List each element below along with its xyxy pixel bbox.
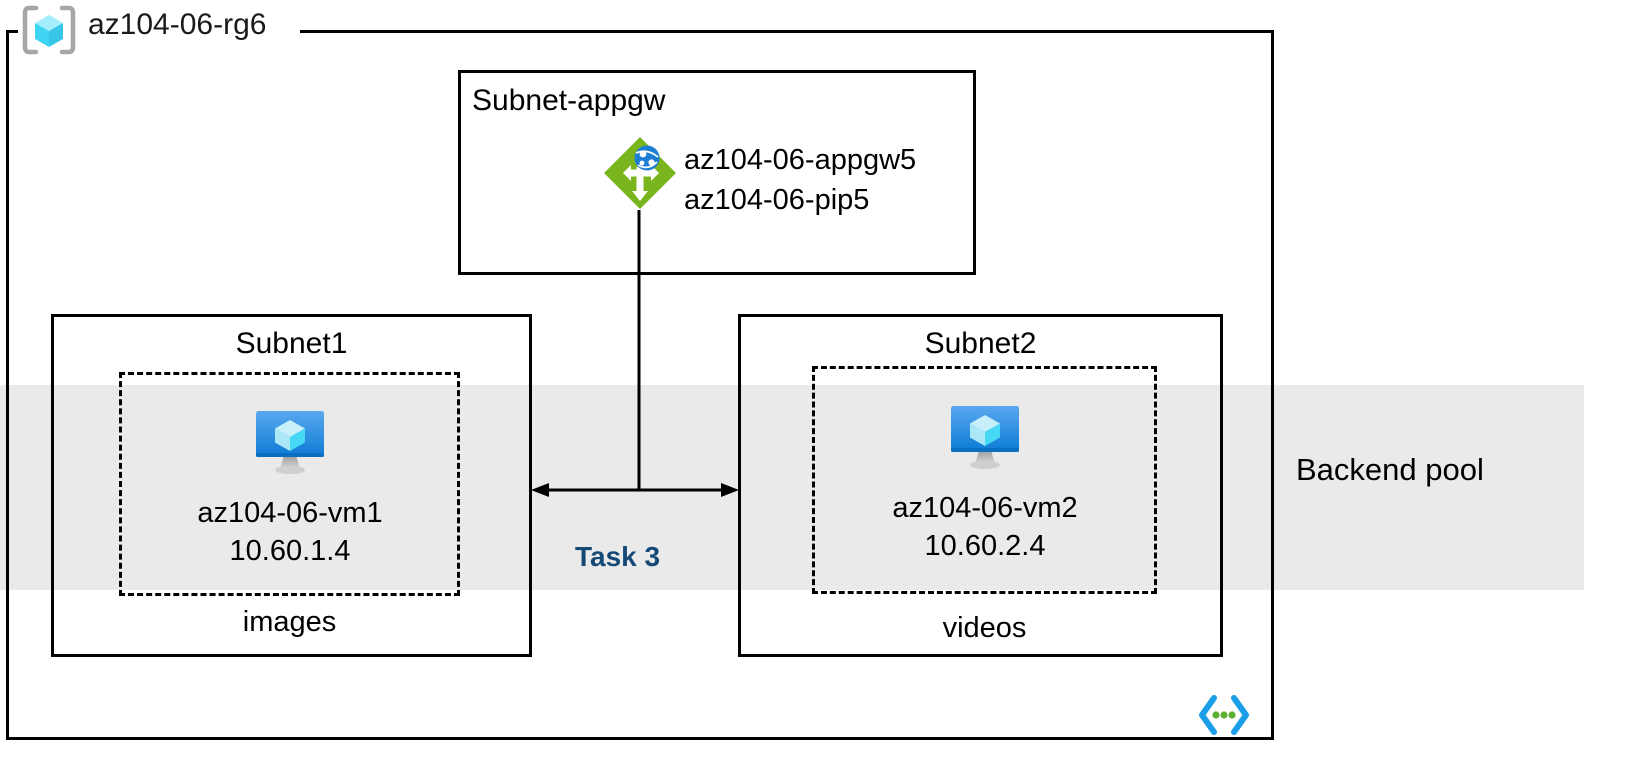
- virtual-machine-icon: [850, 398, 1120, 477]
- subnet2-box: [738, 314, 1223, 657]
- public-ip-name: az104-06-pip5: [684, 184, 870, 217]
- vm2-name: az104-06-vm2: [892, 492, 1078, 524]
- subnet1-label: Subnet1: [235, 327, 348, 360]
- subnet-appgw-box: [458, 70, 976, 275]
- subnet2-label: Subnet2: [924, 327, 1037, 360]
- virtual-machine-icon: [155, 403, 425, 482]
- subnet-appgw-label: Subnet-appgw: [472, 84, 666, 117]
- resource-group-title-notch: [18, 16, 300, 48]
- task-3-label: Task 3: [575, 541, 661, 572]
- appgw-resource-names: az104-06-appgw5 az104-06-pip5: [684, 140, 916, 220]
- resource-group-name: az104-06-rg6: [88, 8, 267, 41]
- subnet1-dashed-boundary: [119, 372, 460, 596]
- vm1-node: az104-06-vm1 10.60.1.4: [155, 403, 425, 571]
- vm1-ip: 10.60.1.4: [229, 535, 351, 568]
- subnet2-dashed-boundary: [812, 366, 1157, 594]
- code-brackets-icon: [1196, 692, 1252, 738]
- application-gateway-icon: [602, 135, 678, 211]
- subnet1-box: [51, 314, 532, 657]
- subnet1-tier-label: images: [242, 606, 337, 638]
- appgw-name: az104-06-appgw5: [684, 144, 917, 176]
- vm2-node: az104-06-vm2 10.60.2.4: [850, 398, 1120, 566]
- vm2-ip: 10.60.2.4: [924, 530, 1046, 563]
- resource-group-cube-icon: [22, 4, 76, 56]
- subnet2-tier-label: videos: [942, 612, 1027, 644]
- backend-pool-label: Backend pool: [1296, 452, 1484, 487]
- resource-group-frame: [6, 30, 1274, 740]
- vm1-name: az104-06-vm1: [197, 497, 383, 529]
